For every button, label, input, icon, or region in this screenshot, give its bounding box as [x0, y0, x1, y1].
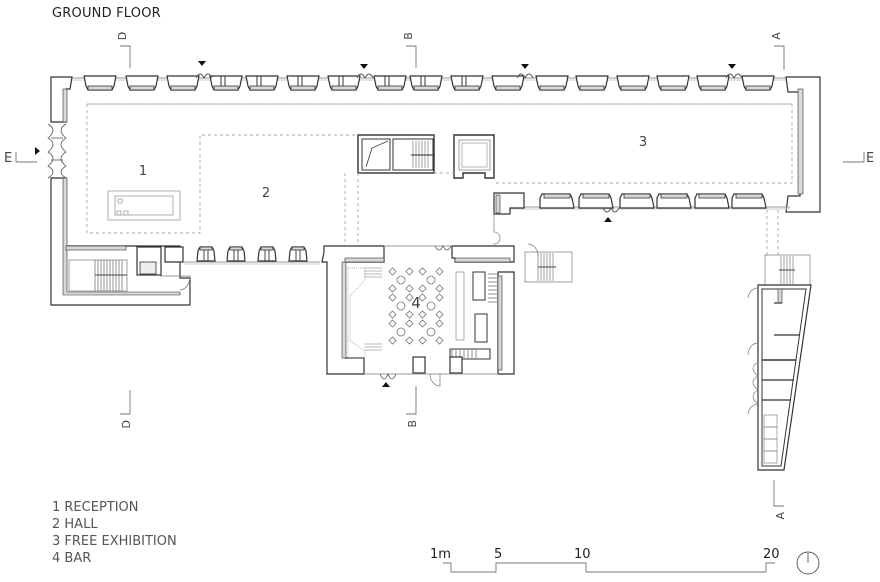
room-number-bar: 4	[411, 294, 421, 312]
section-label-d-top: D	[116, 32, 129, 40]
north-arrow-icon	[796, 551, 820, 575]
legend-item-free-exhibition: 3 FREE EXHIBITION	[52, 534, 177, 549]
legend-item-reception: 1 RECEPTION	[52, 500, 139, 515]
section-label-b-top: B	[402, 32, 415, 40]
scale-label-1m: 1m	[430, 547, 451, 562]
section-label-e-left: E	[4, 151, 12, 166]
section-label-d-bottom: D	[120, 420, 133, 428]
room-number-hall: 2	[262, 186, 270, 201]
bar-block	[321, 214, 515, 387]
scale-label-10: 10	[574, 547, 591, 562]
legend-item-bar: 4 BAR	[52, 551, 92, 566]
section-label-a-bottom: A	[774, 512, 787, 520]
section-label-e-right: E	[866, 151, 874, 166]
section-label-a-top: A	[770, 32, 783, 40]
entrance-arrow-icon	[198, 61, 206, 66]
scale-bar: 1m 5 10 20	[430, 547, 780, 573]
scale-label-5: 5	[494, 547, 502, 562]
section-label-b-bottom: B	[406, 420, 419, 428]
reception-desk	[107, 190, 181, 221]
drawing-title: GROUND FLOOR	[52, 6, 161, 21]
walls	[35, 76, 821, 306]
legend-item-hall: 2 HALL	[52, 517, 98, 532]
scale-label-20: 20	[763, 547, 780, 562]
section-markers	[15, 45, 865, 507]
room-number-exhibition: 3	[639, 135, 647, 150]
section-labels: D D B B A A E E	[4, 32, 874, 520]
room-numbers: 1 2 3 4	[139, 135, 647, 312]
north-facade	[70, 61, 790, 91]
zone-outlines	[86, 103, 793, 257]
east-wing	[747, 254, 812, 471]
room-number-reception: 1	[139, 164, 147, 179]
room-legend: 1 RECEPTION 2 HALL 3 FREE EXHIBITION 4 B…	[52, 499, 177, 567]
external-stair	[524, 243, 573, 283]
